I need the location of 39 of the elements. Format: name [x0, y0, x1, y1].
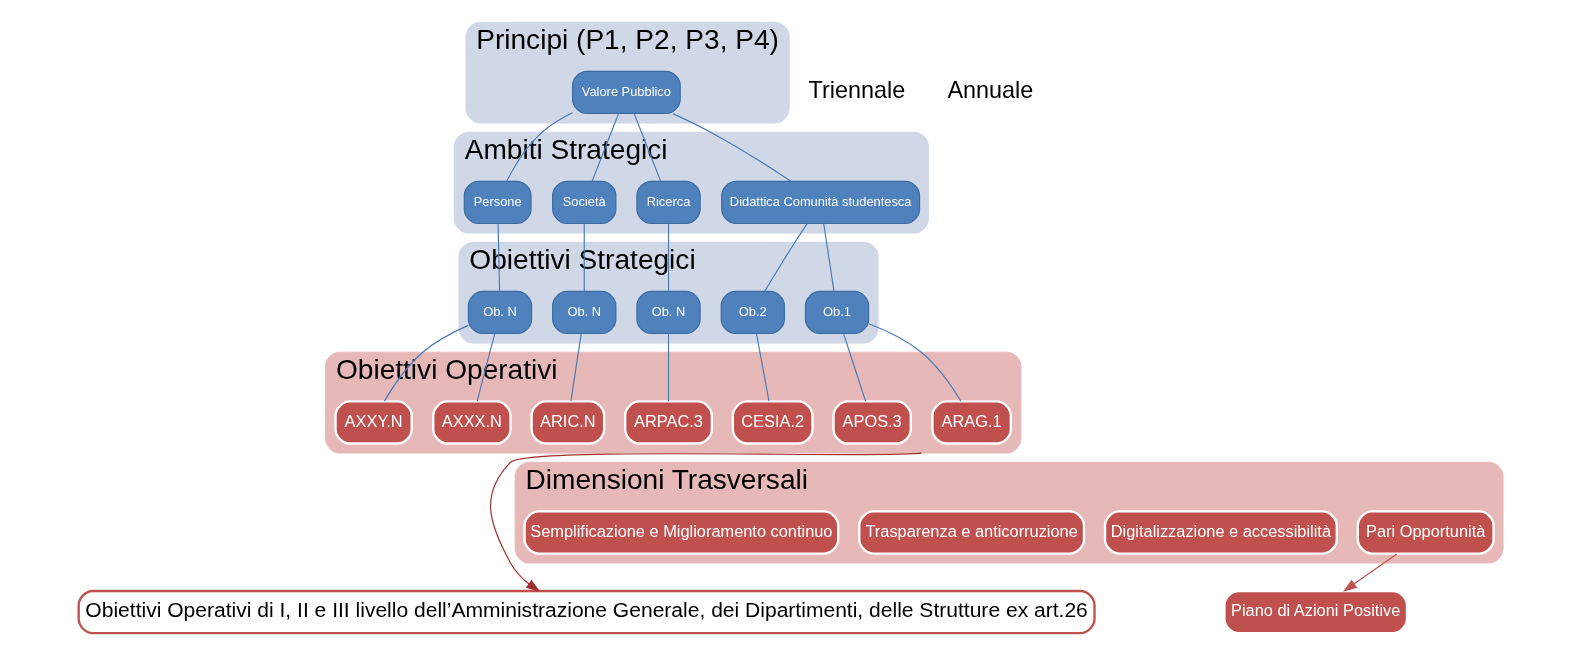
connector: [633, 113, 661, 182]
connector: [763, 223, 808, 292]
node-box: Digitalizzazione e accessibilità: [1103, 510, 1338, 555]
node-box: Ob. N: [467, 290, 532, 335]
node-box: APOS.3: [831, 400, 912, 445]
node-box: Obiettivi Operativi di I, II e III livello dell’Amministrazione Generale, dei Dipartimenti, delle Strutture ex art.26: [77, 589, 1096, 635]
arrow: [1342, 553, 1397, 592]
node-box: Società: [551, 180, 616, 225]
label: Annuale: [946, 77, 1033, 104]
connector: [591, 113, 619, 182]
node-box: Persone: [463, 180, 532, 225]
node-box: Didattica Comunità studentesca: [720, 180, 920, 225]
connector: [505, 112, 573, 182]
label: Triennale: [808, 77, 905, 104]
node-box: Ob. N: [551, 290, 616, 335]
node-box: CESIA.2: [731, 400, 814, 445]
node-box: AXXY.N: [333, 400, 413, 445]
node-box: ARPAC.3: [623, 400, 713, 445]
connector: [667, 333, 669, 402]
connector: [476, 333, 495, 402]
node-box: Ob. N: [635, 290, 701, 335]
connector: [867, 323, 961, 402]
node-box: Ob.1: [804, 290, 869, 335]
connector: [822, 223, 835, 292]
node-box: Semplificazione e Miglioramento continuo: [522, 510, 839, 555]
connector: [671, 113, 792, 182]
node-box: Trasparenza e anticorruzione: [857, 510, 1085, 555]
node-box: Ricerca: [635, 180, 701, 225]
node-box: Pari Opportunità: [1356, 510, 1495, 555]
node-box: ARIC.N: [529, 400, 605, 445]
node-box: Ob.2: [720, 290, 785, 335]
node-box: ARAG.1: [930, 400, 1012, 445]
node-box: AXXX.N: [431, 400, 512, 445]
node-box: Piano di Azioni Positive: [1222, 589, 1408, 635]
connector: [497, 223, 500, 292]
node-box: Valore Pubblico: [571, 70, 681, 115]
connector: [569, 333, 582, 402]
connector: [842, 333, 866, 402]
arrow: [489, 452, 922, 592]
